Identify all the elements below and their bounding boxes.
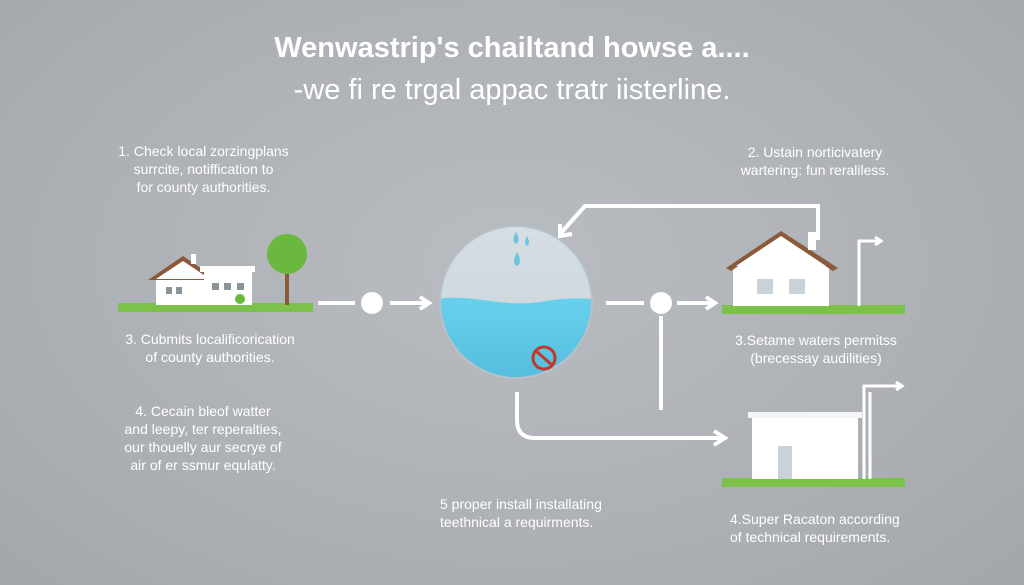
- step-3-right-line-2: (brecessay audilities): [750, 350, 882, 366]
- house-icon: [726, 231, 838, 306]
- step-5-line-2: teethnical a requirments.: [440, 514, 594, 530]
- step-3-right-line-1: 3.Setame waters permitss: [735, 332, 897, 348]
- step-4-left-line-2: and leepy, ter reperalties,: [124, 421, 282, 437]
- step-1-line-3: for county authorities.: [136, 179, 271, 195]
- connector-right: [606, 295, 719, 410]
- outflow-arrow: [515, 392, 729, 447]
- return-arrow: [558, 204, 820, 240]
- step-4-right-line-1: 4.Super Racaton according: [730, 511, 900, 527]
- step-2-line-2: wartering: fun reraliless.: [740, 162, 890, 178]
- connector-node-right: [650, 292, 672, 314]
- step-5-line-1: 5 proper install installating: [440, 496, 602, 512]
- tree-icon: [267, 234, 307, 305]
- water-drop-icon: [513, 232, 529, 266]
- step-4-left-line-4: air of er ssmur equlatty.: [130, 457, 276, 473]
- vent-pipe-building: [862, 380, 905, 479]
- step-4-left-note: 4. Cecain bleof watter and leepy, ter re…: [98, 402, 308, 474]
- grass-strip-left: [118, 303, 313, 312]
- step-4-left-line-3: our thouelly aur secrye of: [124, 439, 282, 455]
- step-2-note: 2. Ustain norticivatery wartering: fun r…: [720, 143, 910, 179]
- building-scene: [722, 380, 905, 487]
- connector-left: [318, 295, 433, 311]
- water-tank-icon: [439, 225, 593, 379]
- step-1-line-2: surrcite, notiffication to: [133, 161, 274, 177]
- right-house-scene: [722, 231, 905, 314]
- step-3-left-note: 3. Cubmits localificorication of county …: [105, 330, 315, 366]
- left-house-scene: [118, 234, 313, 312]
- step-3-left-line-1: 3. Cubmits localificorication: [125, 331, 295, 347]
- step-2-line-1: 2. Ustain norticivatery: [747, 144, 883, 160]
- step-1-note: 1. Check local zorzingplans surrcite, no…: [96, 142, 311, 196]
- grass-strip-building: [722, 478, 905, 487]
- connector-node-left: [361, 292, 383, 314]
- prohibited-icon: [531, 345, 557, 371]
- vent-pipe-right: [857, 235, 884, 306]
- step-4-right-line-2: of technical requirements.: [730, 529, 891, 545]
- step-3-left-line-2: of county authorities.: [145, 349, 275, 365]
- house-icon: [148, 254, 255, 305]
- step-3-right-note: 3.Setame waters permitss (brecessay audi…: [716, 331, 916, 367]
- building-icon: [748, 412, 862, 479]
- title-line-1: Wenwastrip's chailtand howse a....: [274, 32, 750, 64]
- step-5-note: 5 proper install installating teethnical…: [440, 495, 640, 531]
- step-1-line-1: 1. Check local zorzingplans: [118, 143, 289, 159]
- step-4-left-line-1: 4. Cecain bleof watter: [135, 403, 271, 419]
- grass-strip-right: [722, 305, 905, 314]
- title-line-2: -we fi re trgal appac tratr iisterline.: [293, 74, 731, 106]
- step-4-right-note: 4.Super Racaton according of technical r…: [730, 510, 930, 546]
